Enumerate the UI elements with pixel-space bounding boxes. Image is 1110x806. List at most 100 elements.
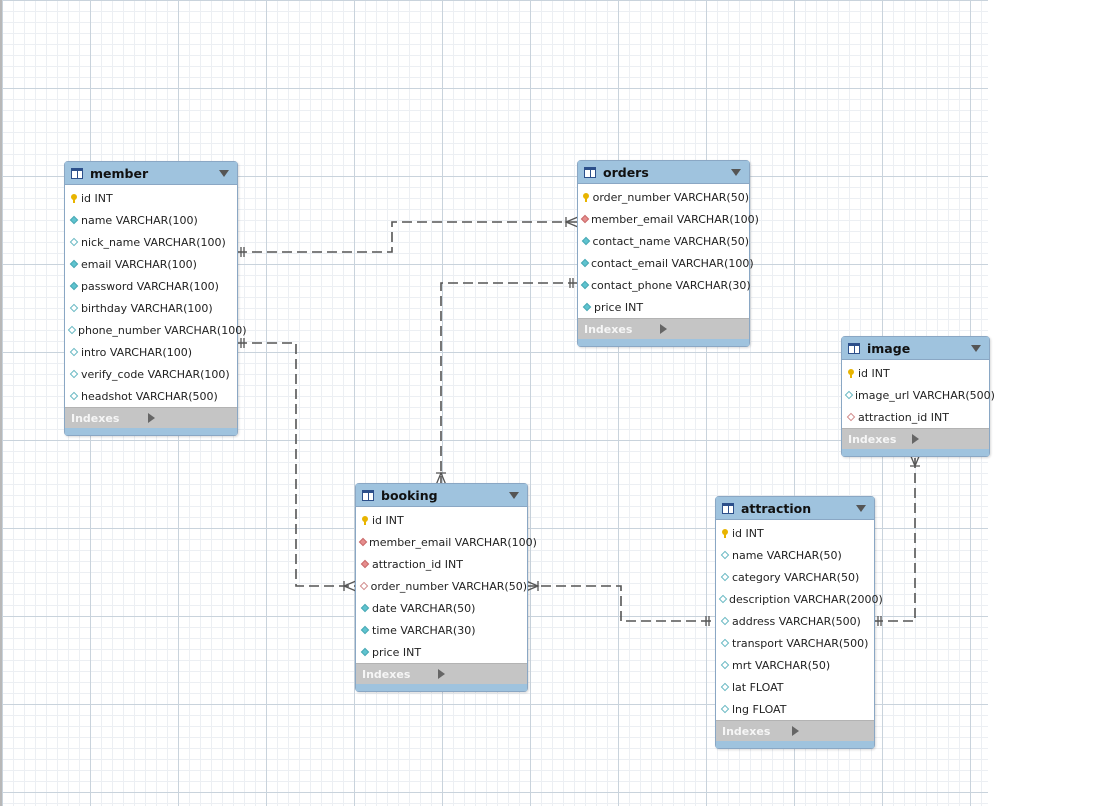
table-image[interactable]: image id INT image_url VARCHAR(500) attrac…: [841, 336, 995, 457]
column-row[interactable]: order_number VARCHAR(50): [578, 186, 749, 208]
table-header[interactable]: orders: [578, 161, 749, 184]
column-row[interactable]: transport VARCHAR(500): [716, 632, 874, 654]
column-row[interactable]: intro VARCHAR(100): [65, 341, 237, 363]
expand-arrow-icon[interactable]: [791, 726, 869, 736]
column-label: id INT: [81, 191, 113, 205]
collapse-arrow-icon[interactable]: [219, 169, 229, 177]
nullable-column-diamond-icon: [720, 660, 729, 670]
column-label: contact_phone VARCHAR(30): [591, 278, 751, 292]
column-label: member_email VARCHAR(100): [591, 212, 759, 226]
not-null-column-diamond-icon: [360, 603, 369, 613]
column-row[interactable]: contact_phone VARCHAR(30): [578, 274, 751, 296]
foreign-key-diamond-icon: [360, 559, 369, 569]
column-row[interactable]: date VARCHAR(50): [356, 597, 527, 619]
table-title: orders: [603, 164, 649, 180]
column-label: intro VARCHAR(100): [81, 345, 192, 359]
column-row[interactable]: mrt VARCHAR(50): [716, 654, 874, 676]
table-footer: [356, 684, 527, 691]
column-row[interactable]: birthday VARCHAR(100): [65, 297, 237, 319]
table-header[interactable]: image: [842, 337, 989, 360]
collapse-arrow-icon[interactable]: [971, 344, 981, 352]
column-row[interactable]: order_number VARCHAR(50): [356, 575, 527, 597]
column-row[interactable]: price INT: [578, 296, 749, 318]
column-row[interactable]: verify_code VARCHAR(100): [65, 363, 237, 385]
one-marker-orders-booking: [569, 278, 574, 288]
collapse-arrow-icon[interactable]: [856, 504, 866, 512]
column-label: verify_code VARCHAR(100): [81, 367, 230, 381]
column-row[interactable]: member_email VARCHAR(100): [356, 531, 537, 553]
not-null-column-diamond-icon: [582, 302, 591, 312]
table-footer: [842, 449, 989, 456]
nullable-column-diamond-icon: [720, 638, 729, 648]
indexes-label: Indexes: [584, 322, 633, 336]
column-label: description VARCHAR(2000): [729, 592, 883, 606]
indexes-label: Indexes: [848, 432, 897, 446]
column-row[interactable]: password VARCHAR(100): [65, 275, 237, 297]
column-list: id INT name VARCHAR(100)nick_name VARCHAR…: [65, 185, 247, 407]
column-row[interactable]: name VARCHAR(100): [65, 209, 237, 231]
column-label: address VARCHAR(500): [732, 614, 861, 628]
indexes-section[interactable]: Indexes: [842, 428, 989, 449]
column-row[interactable]: time VARCHAR(30): [356, 619, 527, 641]
not-null-column-diamond-icon: [580, 280, 590, 290]
column-row[interactable]: id INT: [356, 509, 527, 531]
table-header[interactable]: booking: [356, 484, 527, 507]
column-row[interactable]: attraction_id INT: [356, 553, 527, 575]
indexes-section[interactable]: Indexes: [65, 407, 237, 428]
column-row[interactable]: email VARCHAR(100): [65, 253, 237, 275]
foreign-key-diamond-icon: [358, 537, 368, 547]
column-row[interactable]: contact_name VARCHAR(50): [578, 230, 749, 252]
many-marker-image: [909, 453, 921, 468]
nullable-column-diamond-icon: [69, 391, 78, 401]
table-orders[interactable]: orders order_number VARCHAR(50) member_em…: [577, 160, 759, 347]
primary-key-icon: [582, 192, 590, 202]
column-row[interactable]: image_url VARCHAR(500): [842, 384, 995, 406]
column-row[interactable]: price INT: [356, 641, 527, 663]
indexes-section[interactable]: Indexes: [716, 720, 874, 741]
nullable-column-diamond-icon: [69, 237, 78, 247]
indexes-section[interactable]: Indexes: [578, 318, 749, 339]
column-row[interactable]: name VARCHAR(50): [716, 544, 874, 566]
table-footer: [578, 339, 749, 346]
table-header[interactable]: member: [65, 162, 237, 185]
one-marker-attraction-booking: [705, 616, 710, 626]
expand-arrow-icon[interactable]: [912, 434, 983, 444]
column-row[interactable]: description VARCHAR(2000): [716, 588, 883, 610]
expand-arrow-icon[interactable]: [438, 669, 521, 679]
column-row[interactable]: lat FLOAT: [716, 676, 874, 698]
column-label: image_url VARCHAR(500): [855, 388, 995, 402]
column-label: member_email VARCHAR(100): [369, 535, 537, 549]
column-label: password VARCHAR(100): [81, 279, 219, 293]
column-row[interactable]: phone_number VARCHAR(100): [65, 319, 247, 341]
expand-arrow-icon[interactable]: [660, 324, 743, 334]
not-null-column-diamond-icon: [69, 259, 78, 269]
table-booking[interactable]: booking id INT member_email VARCHAR(100) a…: [355, 483, 537, 692]
primary-key-icon: [360, 515, 369, 525]
table-icon: [848, 342, 860, 354]
column-label: date VARCHAR(50): [372, 601, 476, 615]
column-row[interactable]: nick_name VARCHAR(100): [65, 231, 237, 253]
column-label: time VARCHAR(30): [372, 623, 476, 637]
column-row[interactable]: contact_email VARCHAR(100): [578, 252, 754, 274]
not-null-column-diamond-icon: [360, 625, 369, 635]
column-row[interactable]: lng FLOAT: [716, 698, 874, 720]
not-null-column-diamond-icon: [581, 236, 590, 246]
column-row[interactable]: category VARCHAR(50): [716, 566, 874, 588]
column-row[interactable]: member_email VARCHAR(100): [578, 208, 759, 230]
expand-arrow-icon[interactable]: [147, 413, 232, 423]
table-header[interactable]: attraction: [716, 497, 874, 520]
column-row[interactable]: headshot VARCHAR(500): [65, 385, 237, 407]
table-member[interactable]: member id INT name VARCHAR(100)nick_name …: [64, 161, 247, 436]
column-row[interactable]: id INT: [716, 522, 874, 544]
indexes-section[interactable]: Indexes: [356, 663, 527, 684]
nullable-column-diamond-icon: [720, 572, 729, 582]
column-list: order_number VARCHAR(50) member_email VAR…: [578, 184, 759, 318]
collapse-arrow-icon[interactable]: [731, 168, 741, 176]
column-row[interactable]: attraction_id INT: [842, 406, 989, 428]
column-row[interactable]: id INT: [842, 362, 989, 384]
column-row[interactable]: id INT: [65, 187, 237, 209]
column-row[interactable]: address VARCHAR(500): [716, 610, 874, 632]
nullable-column-diamond-icon: [69, 303, 78, 313]
collapse-arrow-icon[interactable]: [509, 491, 519, 499]
